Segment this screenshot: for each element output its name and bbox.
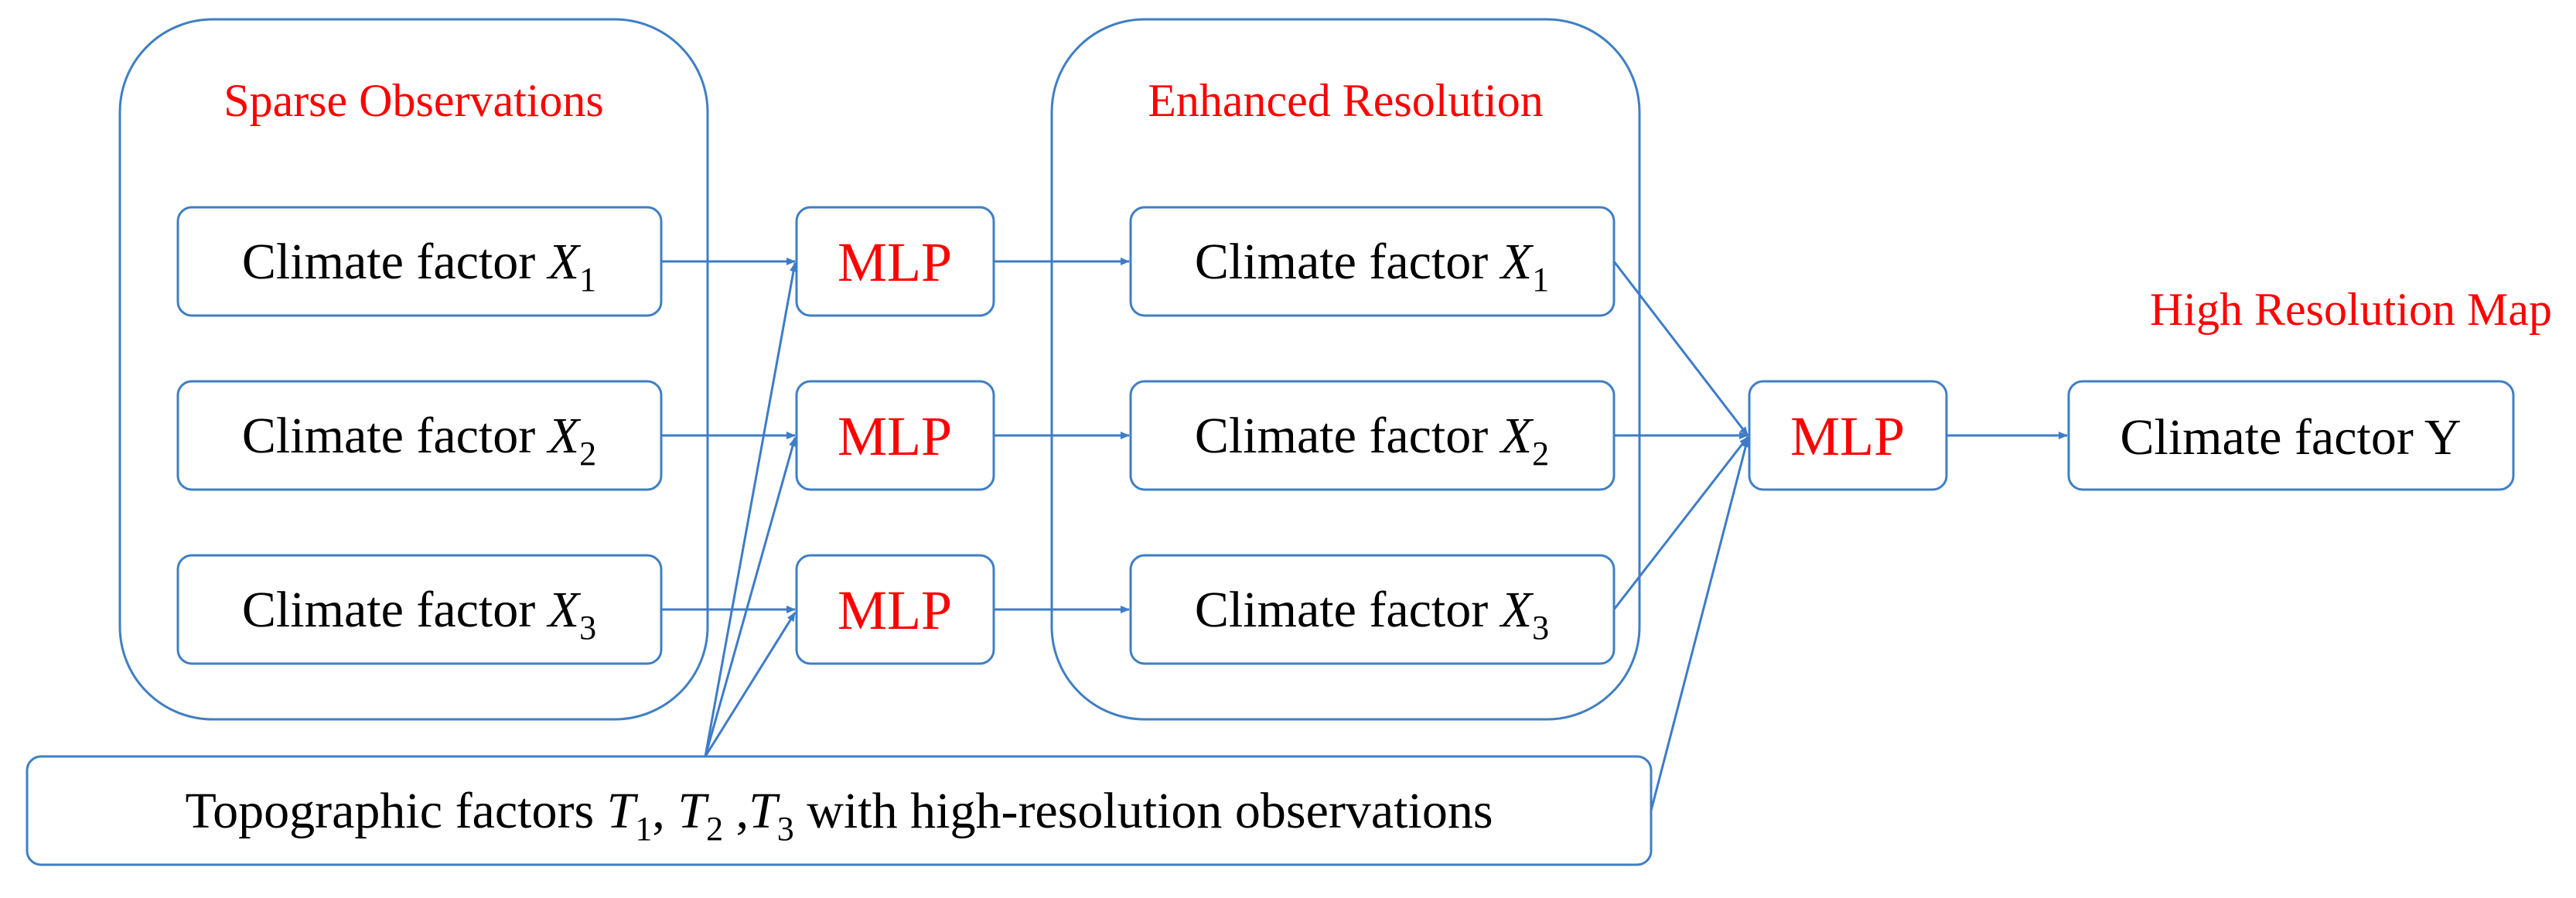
input-label-3: Climate factor X3 <box>242 582 596 647</box>
arrow-output3-final-mlp <box>1612 436 1749 610</box>
input-label-1: Climate factor X1 <box>242 234 596 299</box>
result-label: Climate factor Y <box>2120 409 2461 466</box>
result-box <box>2067 380 2515 491</box>
enhanced-resolution-group <box>1050 18 1641 721</box>
output-label-3: Climate factor X3 <box>1195 582 1549 647</box>
arrow-topo-mlp1 <box>704 262 797 757</box>
output-label-1: Climate factor X1 <box>1195 234 1549 299</box>
mlp-label-2: MLP <box>838 405 952 467</box>
enhanced-resolution-title: Enhanced Resolution <box>1148 75 1544 126</box>
arrow-topo-mlp3 <box>704 612 797 757</box>
high-resolution-map-title: High Resolution Map <box>2150 284 2552 335</box>
mlp-label-3: MLP <box>838 579 952 641</box>
input-label-2: Climate factor X2 <box>242 408 596 473</box>
arrow-topo-mlp2 <box>704 437 797 757</box>
sparse-observations-title: Sparse Observations <box>223 75 604 126</box>
sparse-observations-group <box>118 18 709 721</box>
arrow-output1-final-mlp <box>1612 261 1749 436</box>
topographic-label: Topographic factors T1, T2 ,T3 with high… <box>185 783 1493 848</box>
final-mlp-label: MLP <box>1790 405 1905 467</box>
arrow-topo-final-mlp <box>1650 438 1750 811</box>
output-label-2: Climate factor X2 <box>1195 408 1549 473</box>
mlp-label-1: MLP <box>838 231 952 293</box>
